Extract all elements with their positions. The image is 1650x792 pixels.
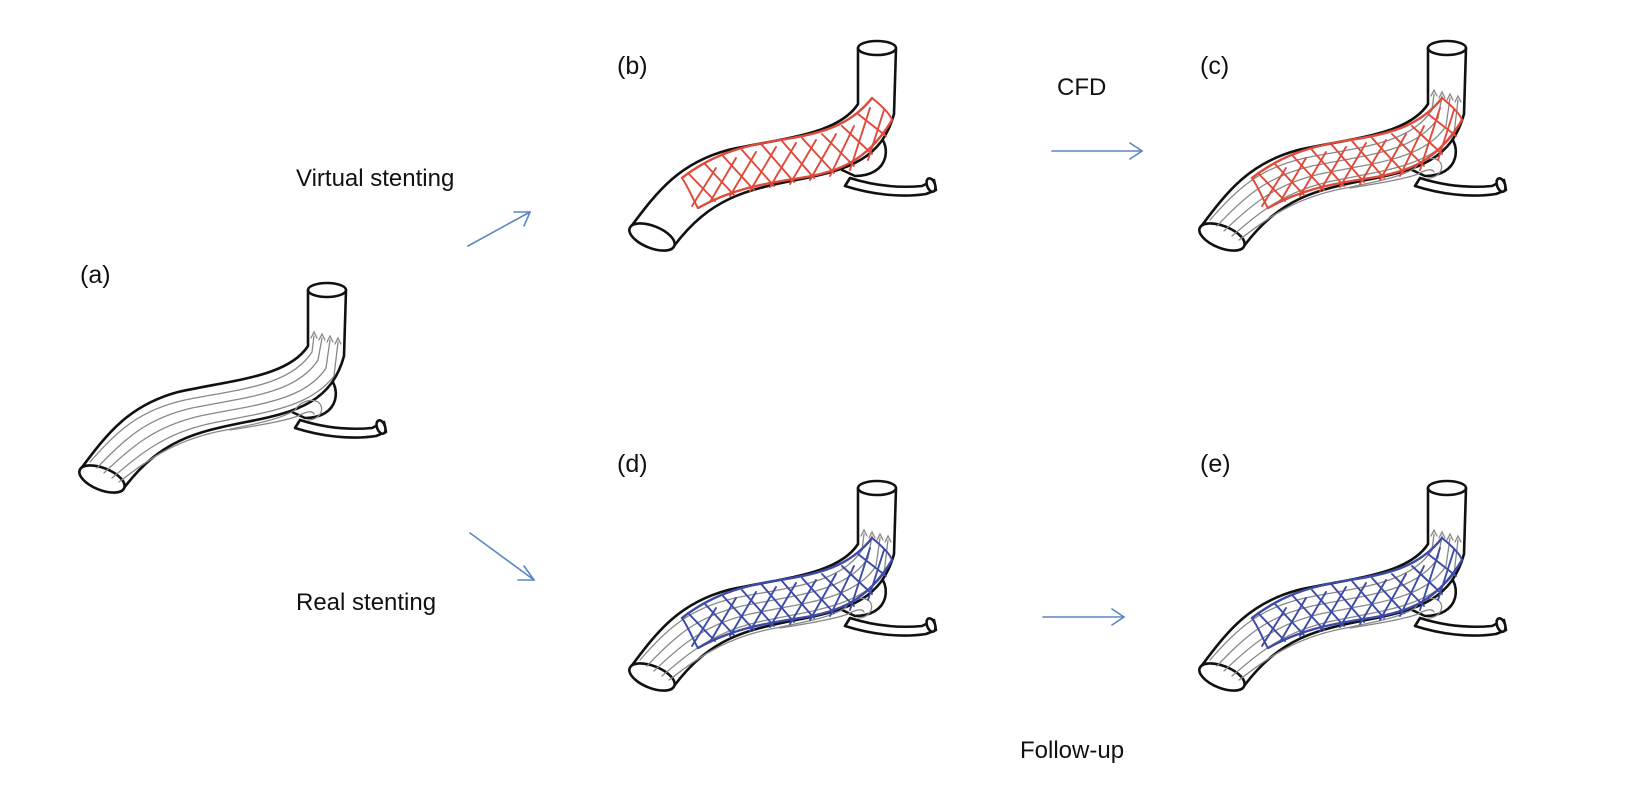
real-stenting-label: Real stenting	[296, 589, 436, 616]
vessel-outline	[1194, 479, 1509, 698]
arrow-a-to-d	[469, 532, 536, 581]
arrow-d-to-e	[1042, 608, 1126, 626]
cfd-label: CFD	[1057, 74, 1106, 101]
panel-e	[1194, 479, 1509, 698]
vessel-outline	[624, 39, 939, 258]
panel-label-c: (c)	[1200, 52, 1229, 80]
vessel-outline	[1194, 39, 1509, 258]
panel-label-a: (a)	[80, 261, 111, 289]
panel-label-d: (d)	[617, 450, 648, 478]
panel-label-e: (e)	[1200, 450, 1231, 478]
virtual-stenting-label: Virtual stenting	[296, 165, 454, 192]
panel-label-b: (b)	[617, 52, 648, 80]
vessel-outline	[74, 281, 389, 500]
panel-b	[624, 39, 939, 258]
panel-a	[74, 281, 389, 500]
follow-up-label: Follow-up	[1020, 737, 1124, 764]
arrow-a-to-b	[467, 211, 532, 247]
panel-d	[624, 479, 939, 698]
vessel-outline	[624, 479, 939, 698]
panel-c	[1194, 39, 1509, 258]
arrow-b-to-c	[1051, 142, 1144, 160]
